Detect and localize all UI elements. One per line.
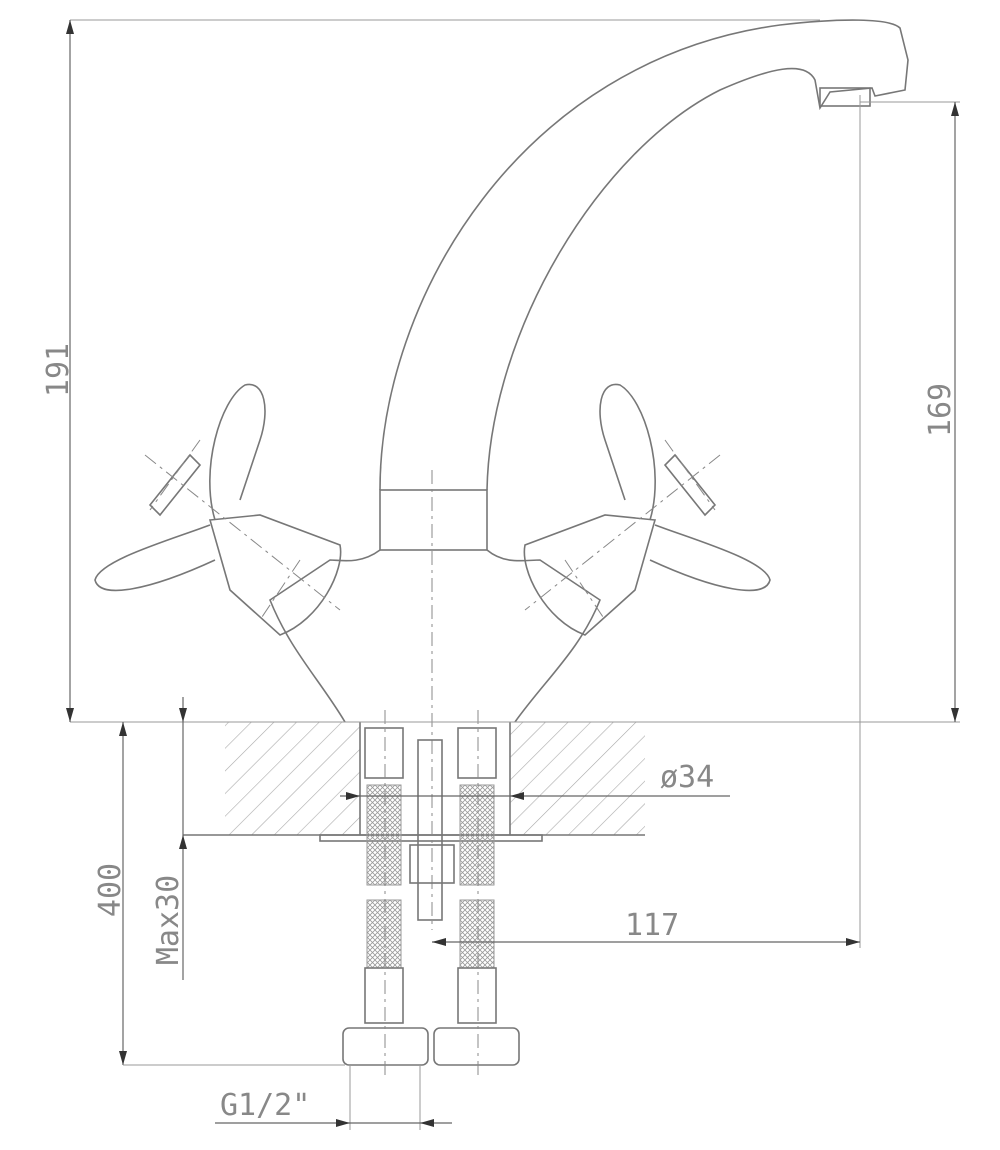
dim-spout-height: 169: [923, 383, 958, 437]
right-handle: [523, 383, 771, 636]
dim-spout-reach: 117: [625, 908, 679, 943]
countertop-section: [183, 722, 645, 842]
dim-thread: G1/2": [220, 1088, 310, 1123]
dim-max-counter-thickness: Max30: [151, 875, 186, 965]
dimension-lines: [66, 19, 960, 1130]
spout: [379, 19, 909, 551]
dim-hose-length: 400: [93, 863, 128, 917]
faucet-body: [269, 549, 601, 723]
dim-total-height: 191: [41, 343, 76, 397]
dim-hole-diameter: ø34: [660, 760, 714, 795]
supply-hoses: [342, 710, 520, 1075]
left-handle: [94, 383, 342, 636]
